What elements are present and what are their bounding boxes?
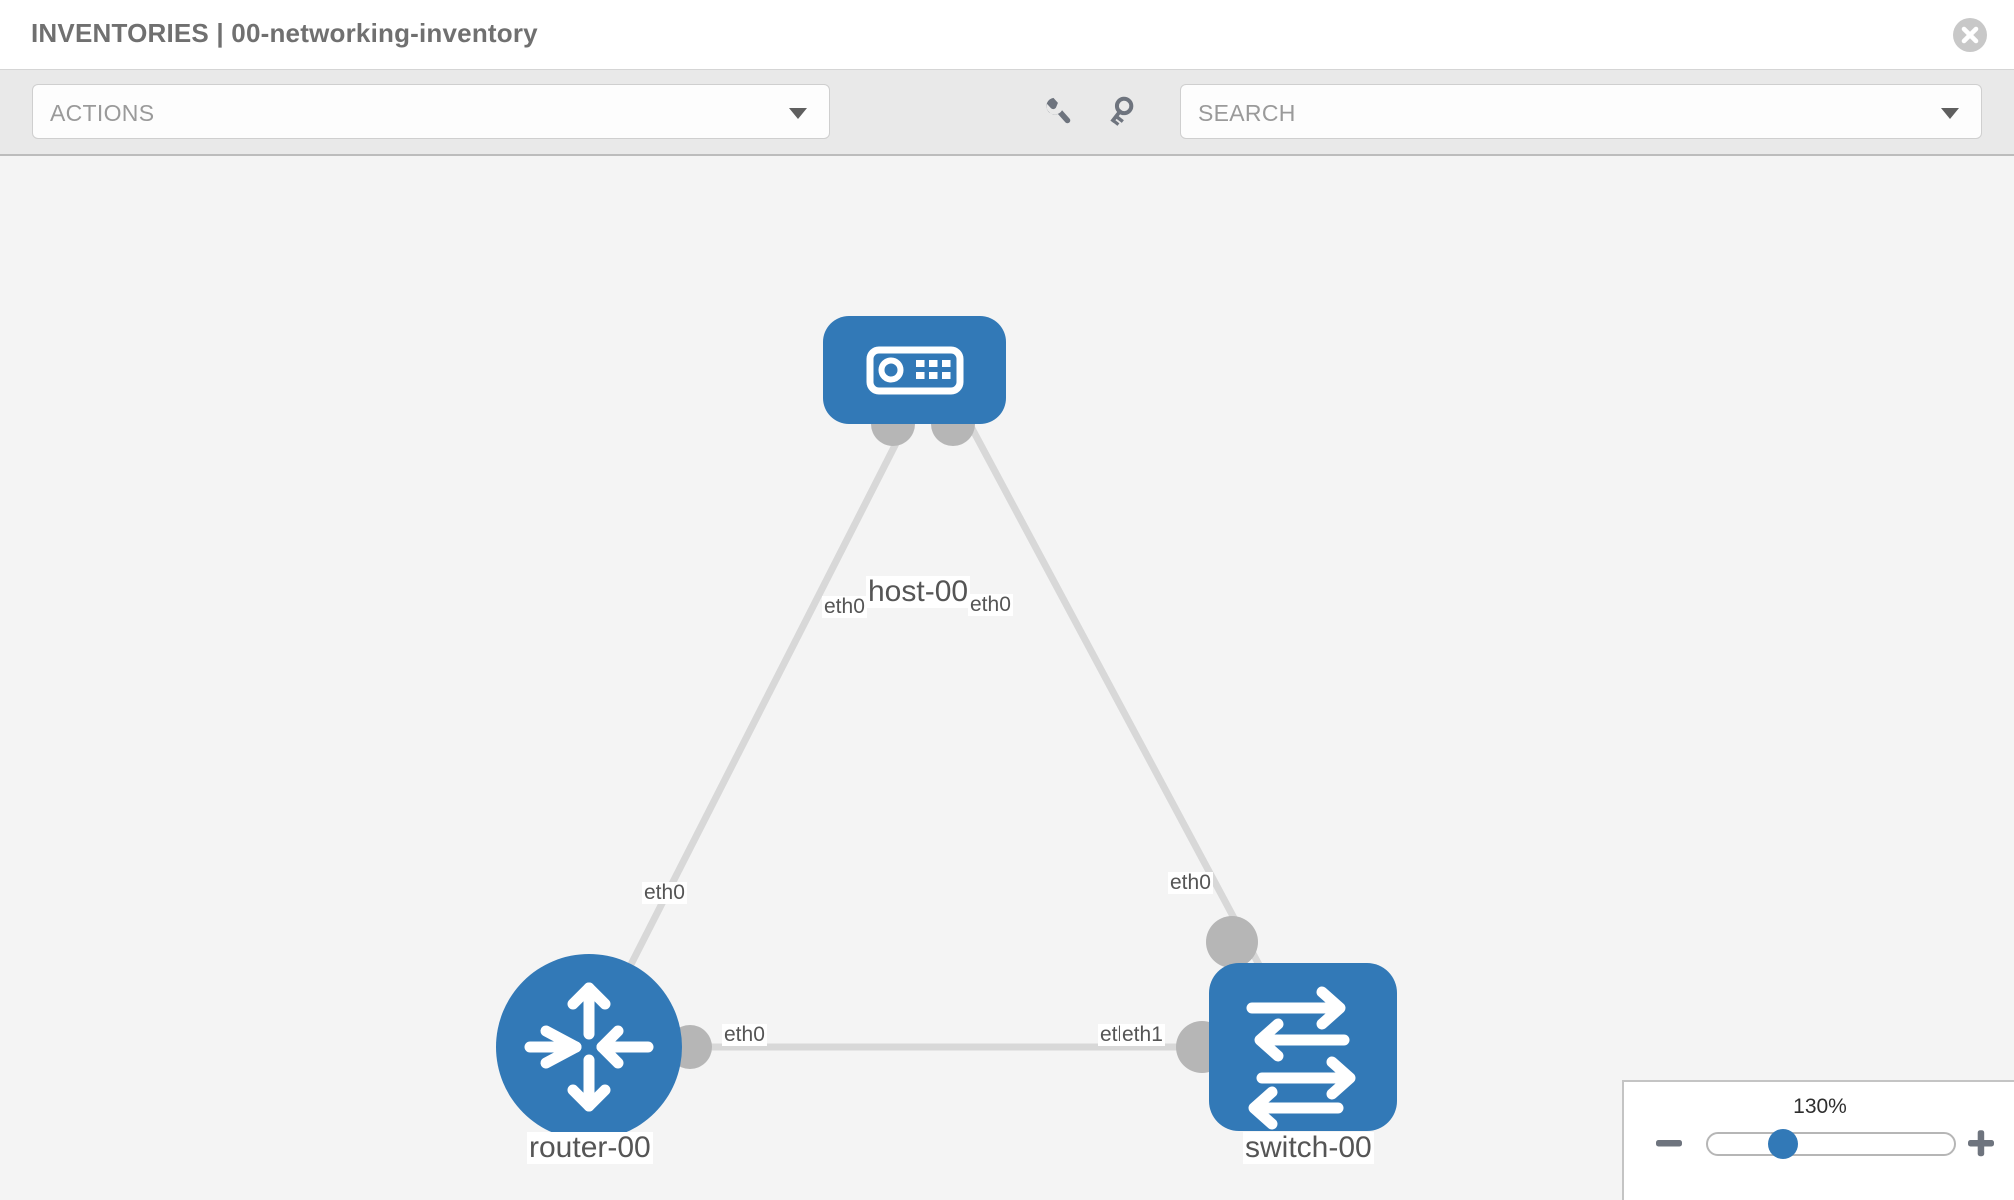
edge-label-router00-eth0-north: eth0: [642, 881, 687, 905]
node-label-switch-00: switch-00: [1243, 1131, 1374, 1164]
edge-layer: [585, 404, 1307, 1051]
chevron-down-icon: [1941, 108, 1959, 119]
connector-layer: [668, 402, 1258, 1073]
search-input[interactable]: SEARCH: [1180, 84, 1982, 139]
actions-dropdown[interactable]: ACTIONS: [32, 84, 830, 139]
zoom-out-button[interactable]: [1652, 1126, 1686, 1160]
zoom-control-panel: 130%: [1622, 1080, 2014, 1200]
zoom-level-label: 130%: [1793, 1095, 1847, 1118]
connector-switch00-north[interactable]: [1206, 916, 1258, 968]
key-icon[interactable]: [1107, 92, 1147, 132]
close-icon[interactable]: [1953, 18, 1987, 52]
edge-label-host00-eth0-right: eth0: [968, 593, 1013, 617]
zoom-slider[interactable]: [1706, 1132, 1956, 1156]
actions-dropdown-label: ACTIONS: [50, 100, 155, 126]
edge-label-router00-eth0-east: eth0: [722, 1023, 767, 1047]
topology-graph: [496, 316, 1397, 1140]
edge-label-host00-eth0-left: eth0: [822, 595, 867, 619]
zoom-slider-thumb[interactable]: [1768, 1129, 1798, 1159]
topology-canvas[interactable]: eth0 host-00 eth0 eth0 eth0 eth0 eth0 et…: [0, 156, 2014, 1200]
edge-label-switch00-eth0-north: eth0: [1168, 871, 1213, 895]
toolbar: ACTIONS SEARCH: [0, 69, 2014, 156]
edge-host00-router00[interactable]: [585, 404, 919, 1049]
router-arrows-icon: [524, 982, 654, 1112]
node-label-host-00: host-00: [866, 575, 971, 608]
switch-arrows-icon: [1246, 986, 1356, 1130]
node-label-router-00: router-00: [527, 1131, 653, 1164]
search-placeholder: SEARCH: [1198, 100, 1296, 126]
zoom-in-button[interactable]: [1964, 1126, 1998, 1160]
edge-label-switch00-eth1-west: eth1: [1120, 1023, 1165, 1047]
server-icon: [866, 346, 964, 395]
title-bar: INVENTORIES | 00-networking-inventory: [0, 0, 2014, 69]
node-host-00[interactable]: [823, 316, 1006, 424]
chevron-down-icon: [789, 108, 807, 119]
node-router-00[interactable]: [496, 954, 682, 1140]
node-switch-00[interactable]: [1209, 963, 1397, 1131]
wrench-icon[interactable]: [1040, 92, 1080, 132]
page-title: INVENTORIES | 00-networking-inventory: [31, 18, 538, 48]
